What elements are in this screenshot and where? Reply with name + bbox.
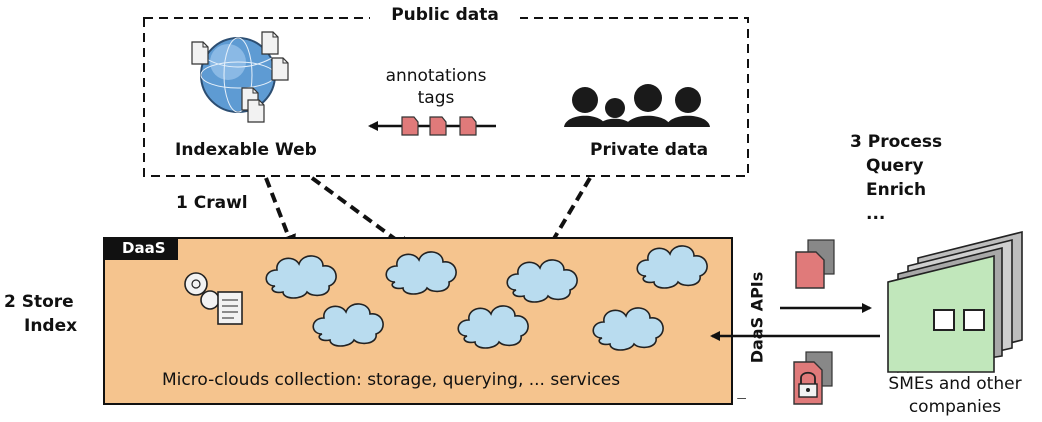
public-data-title: Public data <box>370 5 520 25</box>
document-icon <box>247 99 265 123</box>
enrich-step-label: Enrich <box>866 180 927 200</box>
tag-icon <box>429 116 447 136</box>
companies-label-line2: companies <box>908 397 1002 417</box>
indexable-web-label: Indexable Web <box>175 140 317 160</box>
companies-label-line1: SMEs and other <box>888 374 1022 394</box>
private-data-label: Private data <box>590 140 709 160</box>
gears-document-icon <box>184 272 243 325</box>
crawl-step-label: 1 Crawl <box>176 193 248 213</box>
document-icon <box>261 31 279 55</box>
annotations-label: annotations <box>385 66 487 86</box>
document-icon <box>795 239 835 289</box>
daas-apis-label: DaaS APIs <box>747 271 767 364</box>
people-silhouette-icon <box>564 84 710 127</box>
daas-tab <box>104 238 178 260</box>
daas-apis-panel <box>736 238 782 398</box>
padlock-document-icon <box>793 351 833 405</box>
tag-icon <box>459 116 477 136</box>
daas-caption: Micro-clouds collection: storage, queryi… <box>162 370 621 390</box>
process-step-label: 3 Process <box>850 132 943 152</box>
daas-tab-label: DaaS <box>122 239 166 257</box>
ellipsis-step-label: ... <box>866 204 886 224</box>
document-icon <box>271 57 289 81</box>
query-step-label: Query <box>866 156 924 176</box>
store-step-label: 2 Store <box>4 292 74 312</box>
building-icon <box>887 230 1023 374</box>
document-icon <box>191 41 209 65</box>
tags-label: tags <box>417 88 455 108</box>
index-step-label: Index <box>24 316 78 336</box>
crawl-arrow <box>264 177 296 251</box>
tag-icon <box>401 116 419 136</box>
